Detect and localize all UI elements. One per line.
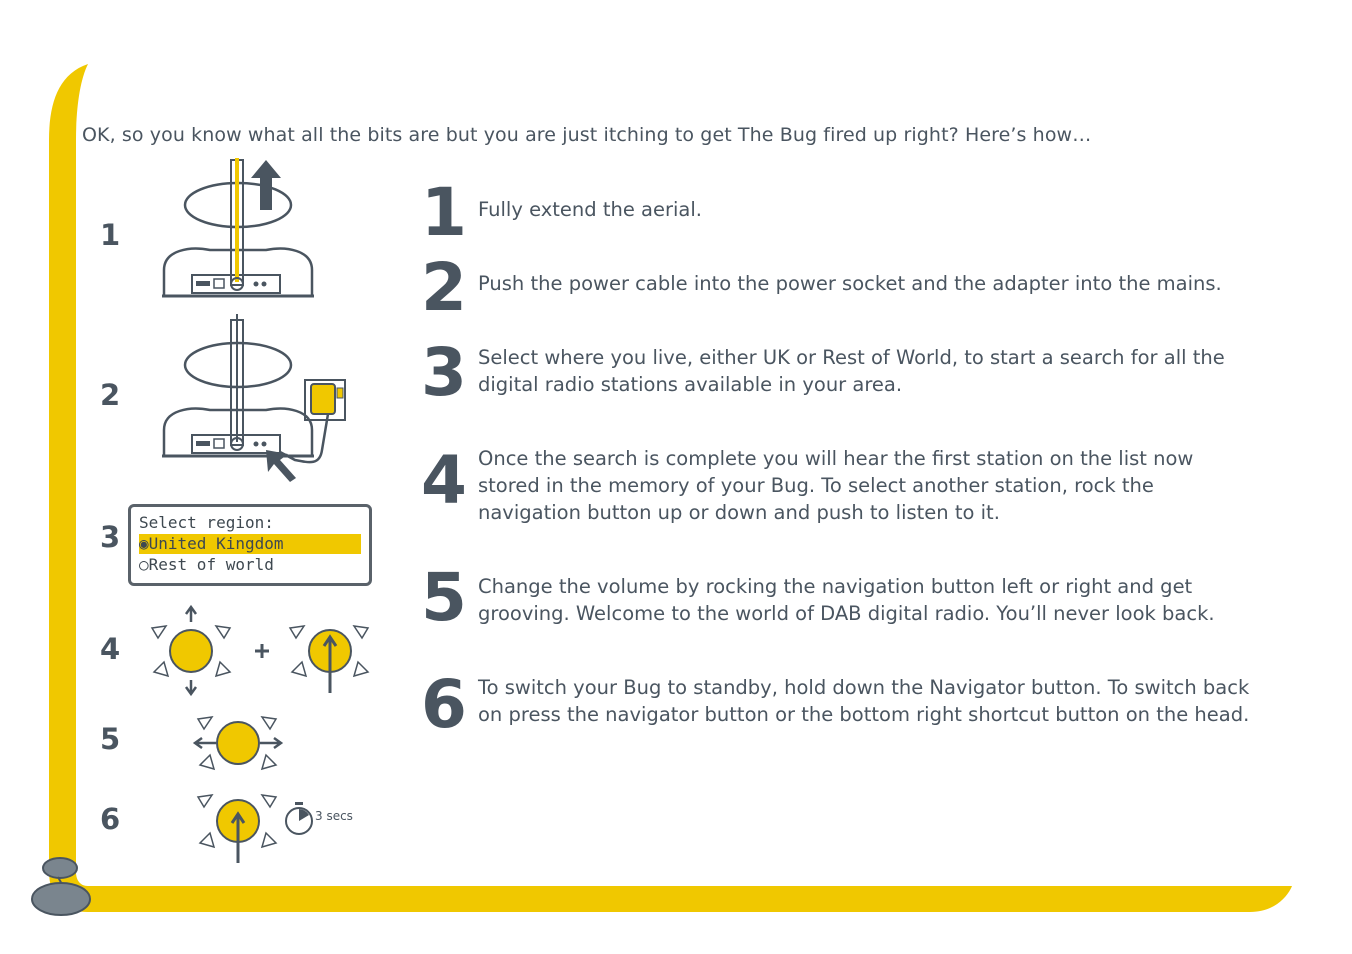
- display-option-rest-of-world: ○Rest of world: [139, 555, 274, 575]
- navigator-rock-push-illustration: [150, 604, 370, 697]
- diagram-label-5: 5: [100, 722, 121, 756]
- navigator-rock-left-right-illustration: [192, 716, 284, 771]
- step-text-1: Fully extend the aerial.: [478, 198, 703, 221]
- diagram-label-6: 6: [100, 802, 121, 836]
- step-number-6: 6: [421, 666, 467, 743]
- timer-label: 3 secs: [315, 809, 353, 823]
- display-option-row-label: Rest of world: [148, 555, 274, 574]
- display-line-title: Select region:: [139, 513, 274, 532]
- radio-selected-icon: ◉: [139, 534, 149, 553]
- step-text-5: Change the volume by rocking the navigat…: [478, 575, 1215, 625]
- step-number-4: 4: [421, 442, 467, 519]
- radio-power-adapter-illustration: [162, 314, 346, 482]
- diagram-label-3: 3: [100, 520, 121, 554]
- display-option-united-kingdom: ◉United Kingdom: [139, 534, 361, 554]
- diagram-label-4: 4: [100, 632, 121, 666]
- step-number-3: 3: [421, 334, 467, 411]
- step-text-4: Once the search is complete you will hea…: [478, 447, 1194, 524]
- display-option-uk-label: United Kingdom: [148, 534, 284, 553]
- diagram-label-1: 1: [100, 218, 121, 252]
- step-text-3: Select where you live, either UK or Rest…: [478, 346, 1225, 396]
- radio-unselected-icon: ○: [139, 555, 149, 574]
- step-number-5: 5: [421, 559, 467, 636]
- step-text-2: Push the power cable into the power sock…: [478, 272, 1222, 295]
- step-text-6: To switch your Bug to standby, hold down…: [478, 676, 1250, 726]
- step-number-1: 1: [421, 174, 467, 251]
- step-number-2: 2: [421, 249, 467, 326]
- radio-aerial-extended-illustration: [162, 158, 314, 298]
- bug-logo-icon: [31, 857, 91, 916]
- diagram-label-2: 2: [100, 378, 121, 412]
- intro-text: OK, so you know what all the bits are bu…: [82, 124, 1092, 146]
- region-select-display: Select region: ◉United Kingdom ○Rest of …: [128, 504, 372, 586]
- timer-icon: [285, 802, 313, 835]
- navigator-hold-illustration: [196, 794, 278, 863]
- plus-icon: [255, 644, 269, 658]
